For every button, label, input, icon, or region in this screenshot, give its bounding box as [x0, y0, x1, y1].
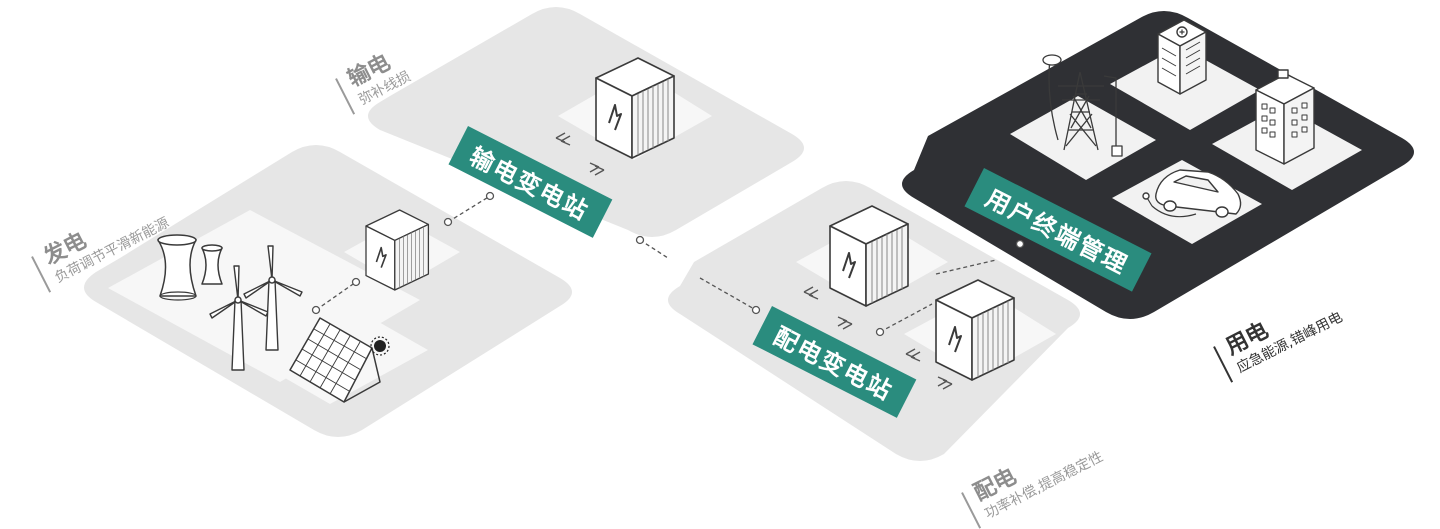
cooling-tower-icon — [201, 244, 223, 285]
storage-cabinet-icon — [595, 57, 675, 159]
connection-line — [699, 277, 757, 311]
electric-car-icon — [1142, 169, 1242, 218]
power-pylon-icon — [1042, 54, 1123, 157]
cooling-tower-icon — [157, 234, 197, 301]
solar-panel-icon — [289, 317, 381, 403]
storage-cabinet-icon — [935, 279, 1015, 381]
consumption-tile-pylon — [1010, 96, 1156, 180]
distribution-platform — [668, 181, 1080, 461]
connection-line — [639, 239, 669, 259]
connection-node — [751, 305, 761, 315]
connection-line — [879, 303, 933, 333]
connection-node — [635, 235, 645, 245]
storage-cabinet-icon — [829, 205, 909, 307]
office-building-icon — [1255, 69, 1315, 165]
connection-line — [935, 259, 997, 275]
sun-icon — [370, 336, 390, 356]
connection-node — [875, 327, 885, 337]
connection-line — [315, 281, 357, 311]
hospital-icon — [1157, 19, 1207, 95]
connection-node — [1015, 239, 1025, 249]
connection-node — [485, 191, 495, 201]
connection-node — [311, 305, 321, 315]
connection-node — [351, 277, 361, 287]
storage-cabinet-icon — [365, 209, 430, 291]
connection-line — [447, 195, 491, 223]
energy-storage-scene — [84, 7, 1414, 461]
connection-node — [443, 217, 453, 227]
